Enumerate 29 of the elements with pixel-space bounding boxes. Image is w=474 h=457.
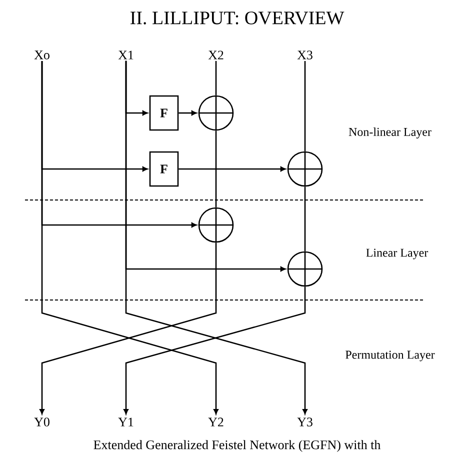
xor-symbol bbox=[287, 251, 323, 287]
output-label: Y2 bbox=[208, 418, 224, 426]
output-label: Y1 bbox=[118, 418, 134, 426]
connector bbox=[304, 186, 306, 252]
connector bbox=[304, 61, 306, 152]
connector bbox=[40, 242, 217, 414]
layer-label: Permutation Layer bbox=[346, 350, 435, 362]
input-label: X1 bbox=[118, 50, 134, 60]
input-label: Xo bbox=[34, 50, 50, 60]
xor-symbol bbox=[287, 151, 323, 187]
input-label: X3 bbox=[297, 50, 312, 60]
xor-symbol bbox=[198, 95, 234, 131]
function-box: F bbox=[149, 151, 179, 187]
connector bbox=[215, 60, 217, 96]
connector bbox=[178, 110, 197, 116]
xor-symbol bbox=[198, 207, 234, 243]
connector bbox=[215, 130, 217, 208]
output-label: Y3 bbox=[297, 418, 312, 426]
layer-label: Linear Layer bbox=[366, 248, 428, 260]
connector bbox=[178, 166, 286, 172]
output-label: Y0 bbox=[34, 418, 50, 426]
connector bbox=[124, 286, 306, 414]
layer-label: Non-linear Layer bbox=[348, 128, 432, 138]
input-label: X2 bbox=[208, 50, 224, 60]
function-box: F bbox=[149, 95, 179, 131]
title: II. LILLIPUT: OVERVIEW bbox=[130, 12, 344, 24]
connector bbox=[41, 60, 218, 414]
connector bbox=[125, 60, 308, 414]
caption: Extended Generalized Feistel Network (EGFN) with th bbox=[94, 440, 381, 452]
